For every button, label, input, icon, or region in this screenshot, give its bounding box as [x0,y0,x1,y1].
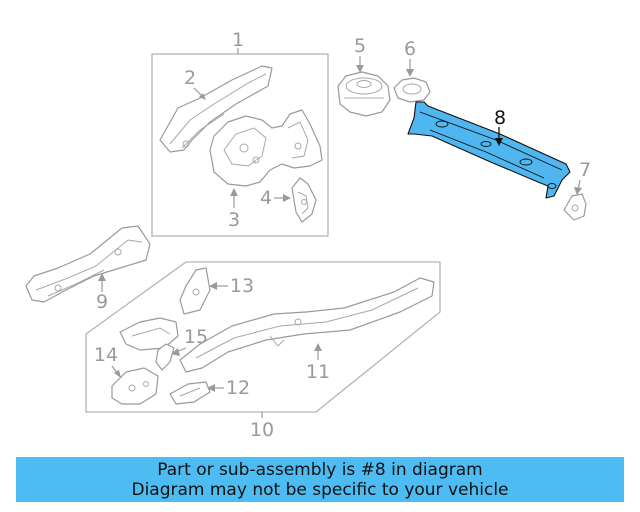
info-banner: Part or sub-assembly is #8 in diagram Di… [16,457,624,502]
part-2-shape [159,65,273,153]
callout-13: 13 [230,275,254,297]
parts-diagram: 1 2 3 4 5 6 7 8 9 10 11 12 13 14 15 [25,29,591,441]
part-3-shape [209,109,323,187]
callout-15: 15 [184,326,208,348]
part-8-highlighted-shape [407,101,571,199]
gusset-shape [119,317,179,351]
group-1-frame [151,53,329,237]
callout-12: 12 [226,377,250,399]
callout-14: 14 [94,344,118,366]
callout-4: 4 [260,187,272,209]
part-4-shape [291,177,317,223]
part-5-shape [337,71,391,117]
banner-line-1: Part or sub-assembly is #8 in diagram [157,459,483,480]
banner-line-2: Diagram may not be specific to your vehi… [131,479,509,500]
callout-10: 10 [250,419,274,441]
part-9-shape [25,225,151,303]
callout-5: 5 [354,35,366,57]
callout-6: 6 [404,38,416,60]
callout-1: 1 [232,29,244,51]
part-14-shape [111,367,159,405]
callout-2: 2 [184,67,196,89]
group-10-frame [85,261,441,413]
callout-11: 11 [306,361,330,383]
callout-3: 3 [228,209,240,231]
callout-9: 9 [96,291,108,313]
part-7-shape [563,193,587,221]
part-11-shape [179,277,435,373]
part-13-shape [179,267,211,315]
part-6-shape [393,77,431,103]
part-15-shape [155,343,175,371]
part-12-shape [169,381,211,405]
callout-8: 8 [494,107,506,129]
callout-7: 7 [579,159,591,181]
